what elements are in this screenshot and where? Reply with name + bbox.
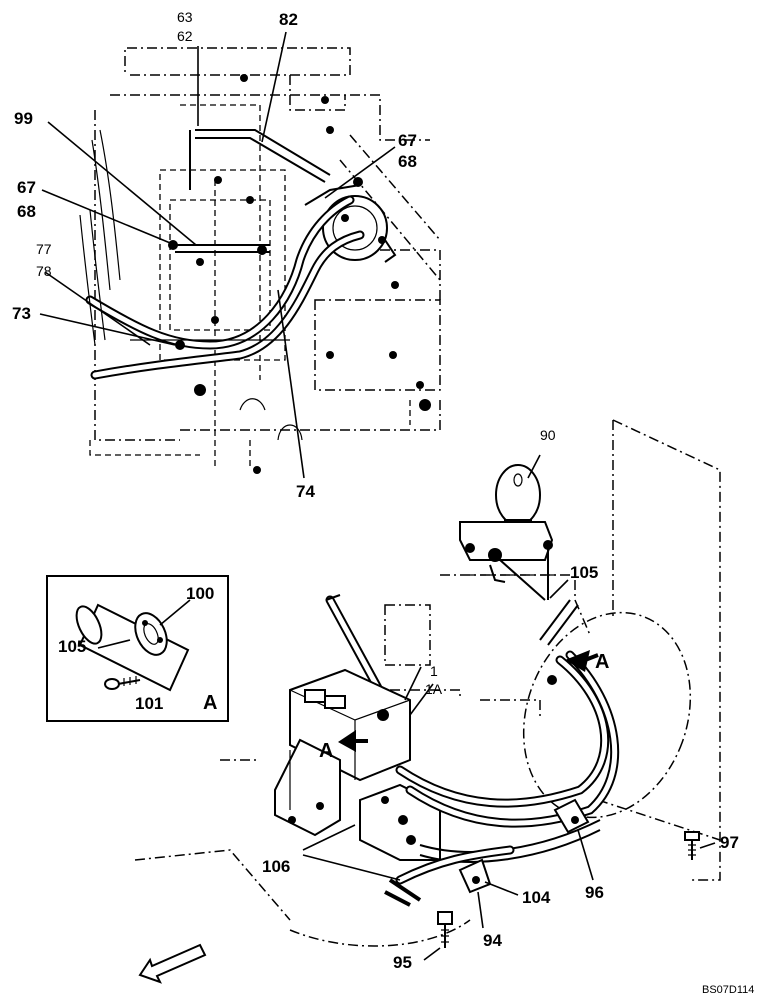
callout-labels: 63 62 82 99 67 68 67 68 77 78 73 74 90 1… (12, 9, 754, 996)
view-arrow-label-right: A (595, 651, 609, 673)
bolt-95 (437, 911, 453, 948)
callout-77: 77 (36, 241, 52, 257)
callout-105-top: 105 (570, 563, 598, 582)
screw-101 (104, 676, 141, 690)
callout-106: 106 (262, 857, 290, 876)
callout-96: 96 (585, 883, 604, 902)
callout-99: 99 (14, 109, 33, 128)
bolt-97 (684, 831, 700, 860)
view-arrow-label-left: A (319, 740, 333, 762)
callout-97: 97 (720, 833, 739, 852)
view-arrow-right (565, 650, 599, 672)
leader-lines (39, 31, 716, 961)
callout-95: 95 (393, 953, 412, 972)
drawing-code: BS07D114 (702, 984, 754, 996)
callout-67-left: 67 (17, 178, 36, 197)
callout-63: 63 (177, 9, 193, 25)
direction-arrow (138, 943, 207, 984)
callout-100: 100 (186, 584, 214, 603)
accumulator (459, 464, 560, 601)
callout-78: 78 (36, 263, 52, 279)
callout-105-detail: 105 (58, 637, 86, 656)
callout-94: 94 (483, 931, 502, 950)
callout-68-right: 68 (398, 152, 417, 171)
callout-74: 74 (296, 482, 315, 501)
callout-73: 73 (12, 304, 31, 323)
callout-67-right: 67 (398, 131, 417, 150)
callout-1: 1 (430, 663, 438, 679)
detail-view-a (46, 575, 229, 722)
callout-82: 82 (279, 10, 298, 29)
control-valve-assembly (134, 419, 721, 948)
view-arrow-left (338, 730, 368, 752)
callout-68-left: 68 (17, 202, 36, 221)
upper-assembly (79, 47, 441, 474)
detail-view-label: A (203, 692, 217, 714)
callout-62: 62 (177, 28, 193, 44)
callout-104: 104 (522, 888, 551, 907)
callout-90: 90 (540, 427, 556, 443)
callout-101: 101 (135, 694, 163, 713)
callout-1a: 1A (425, 681, 443, 697)
